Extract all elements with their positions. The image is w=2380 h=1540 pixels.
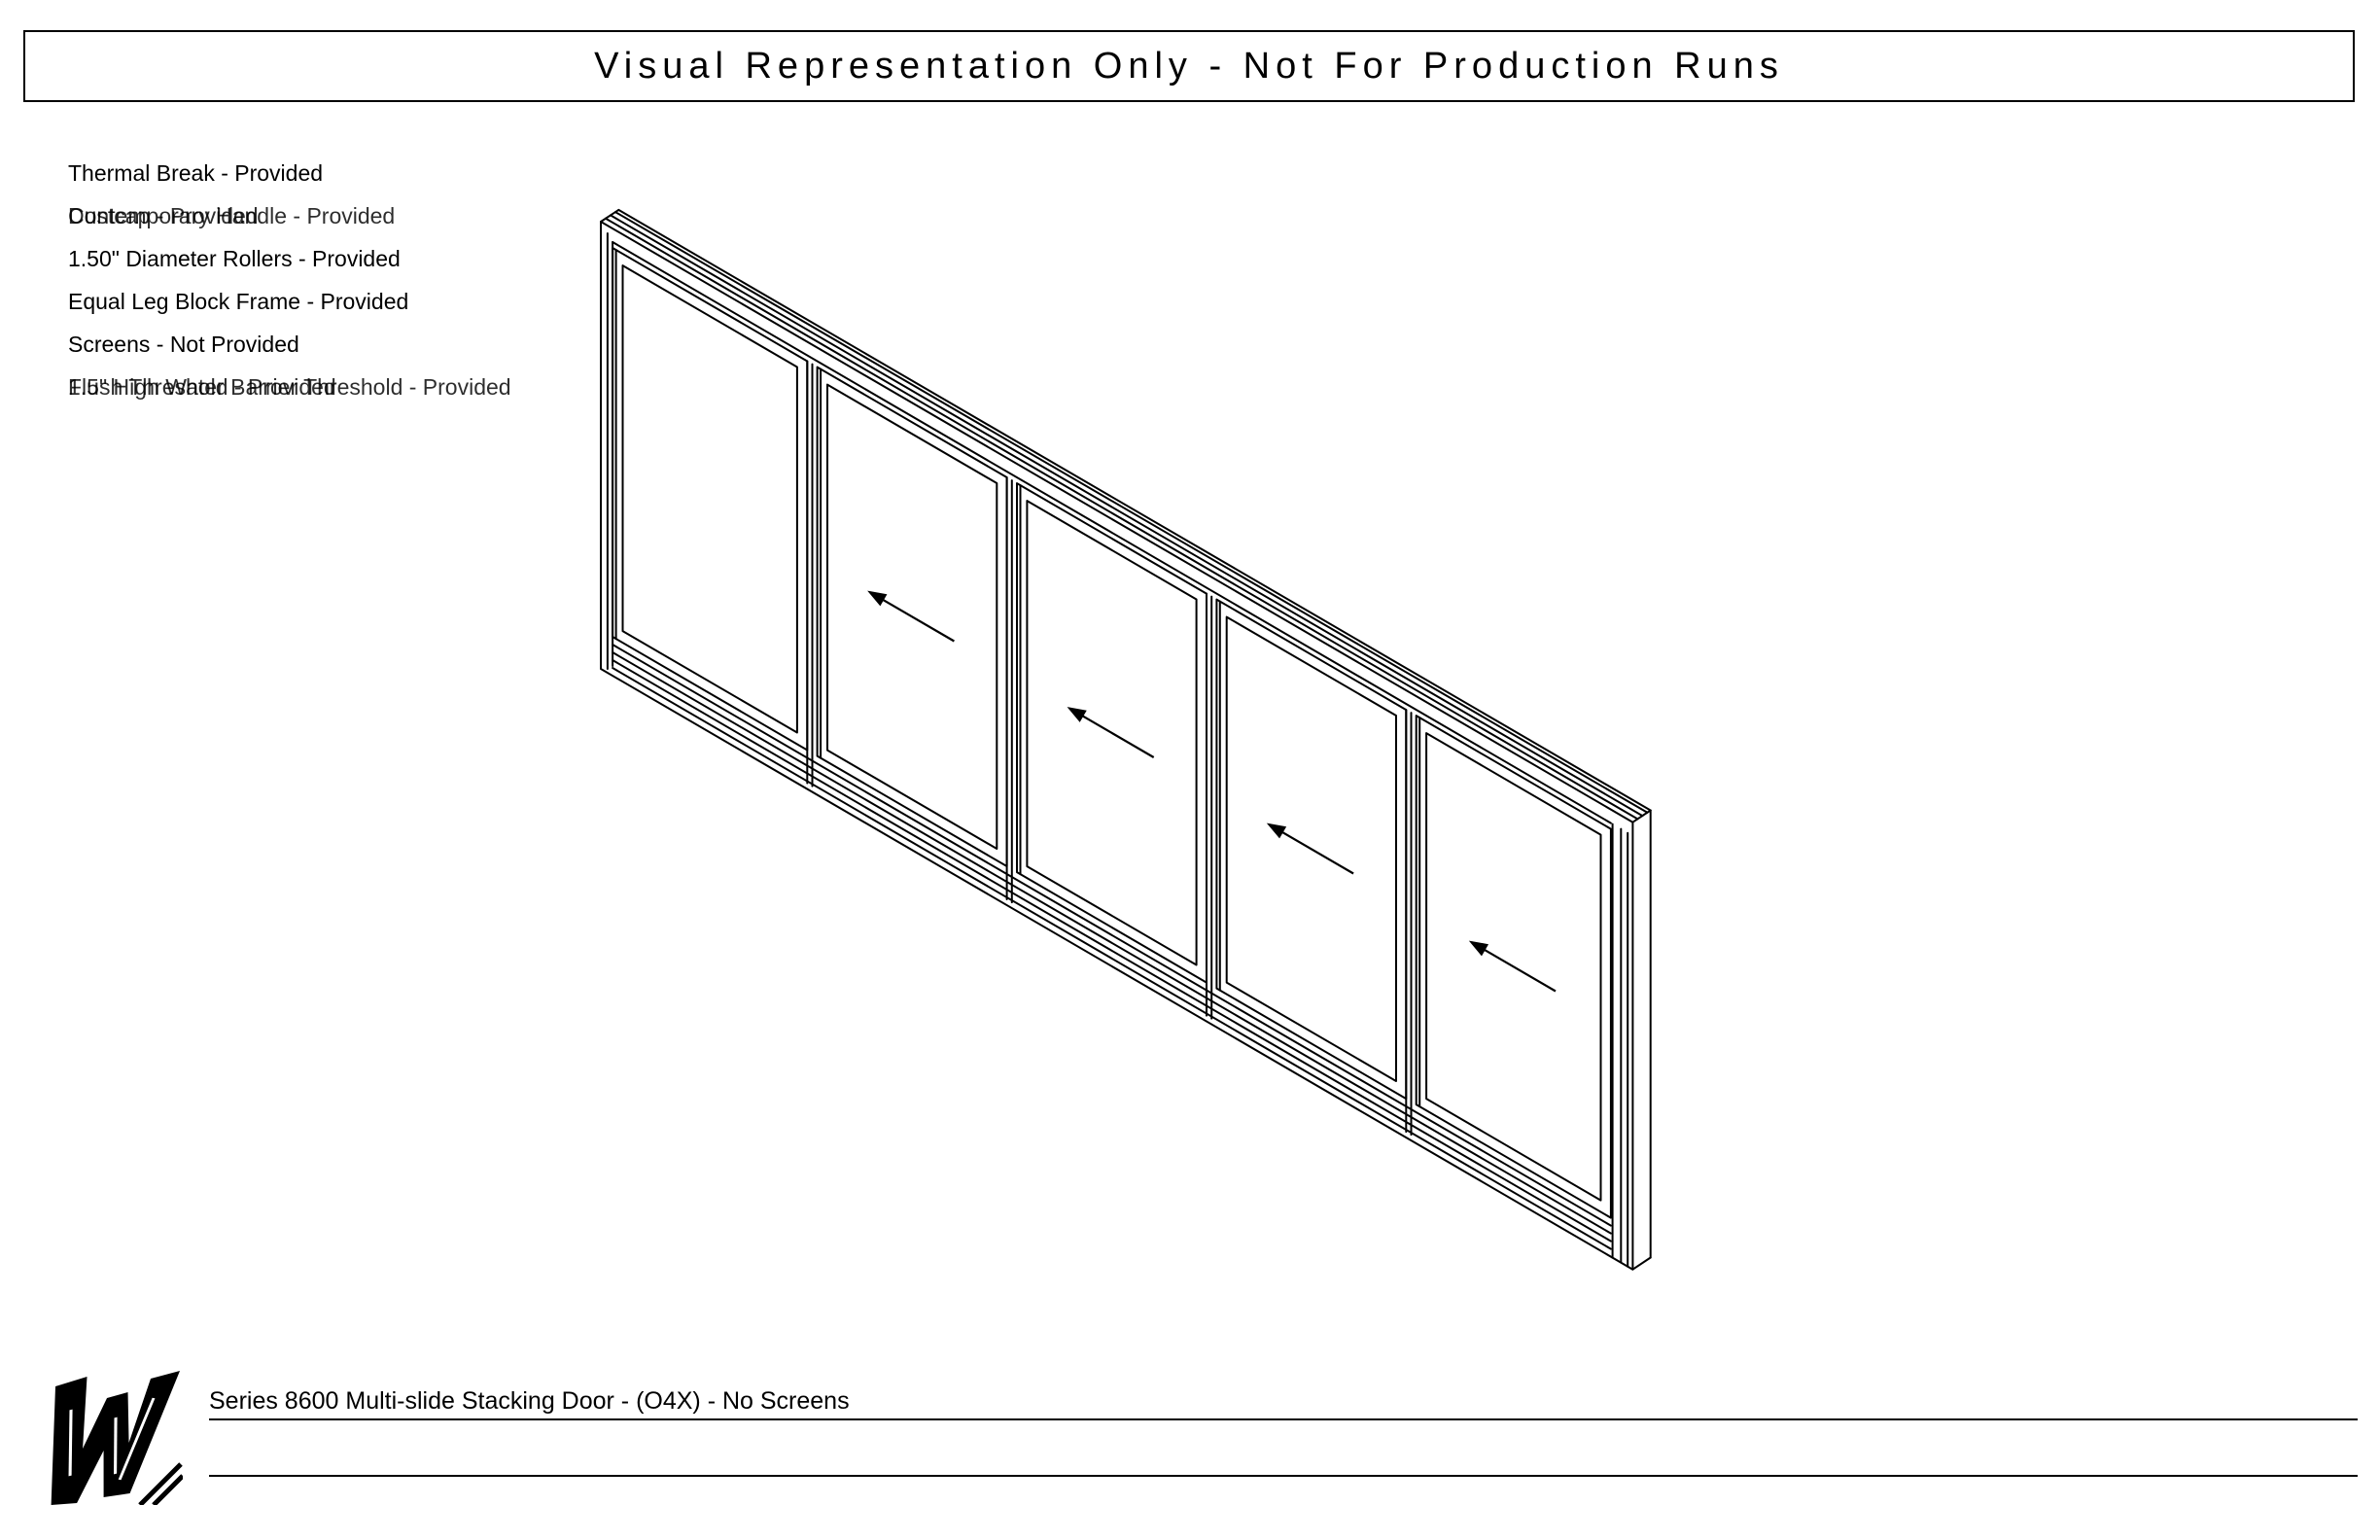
head-track-line-0 bbox=[605, 217, 1639, 821]
sill-track-line-3 bbox=[612, 667, 1612, 1250]
slide-arrow-5 bbox=[1468, 940, 1557, 993]
title-banner: Visual Representation Only - Not For Pro… bbox=[23, 30, 2355, 102]
spec-water-barrier: 1.5" High Water Barrier Threshold - Prov… bbox=[68, 374, 511, 400]
head-track-line-1 bbox=[610, 214, 1644, 818]
frame-inner-top bbox=[612, 241, 1612, 824]
slide-direction-arrows bbox=[867, 590, 1557, 993]
spec-handle: Contemporary Handle - Provided bbox=[68, 203, 396, 228]
slide-arrow-shaft-2 bbox=[869, 591, 955, 643]
panel-glass-1 bbox=[621, 264, 798, 734]
spec-frame: Equal Leg Block Frame - Provided bbox=[68, 289, 409, 314]
panel-glass-3 bbox=[1026, 500, 1198, 966]
slide-arrow-3 bbox=[1067, 707, 1155, 758]
panel-outer-5 bbox=[1415, 715, 1612, 1219]
slide-arrow-head-3 bbox=[1067, 707, 1087, 722]
slide-arrow-head-5 bbox=[1468, 940, 1489, 957]
panel-glass-2 bbox=[826, 383, 998, 850]
spec-dustcap: Dustcap - Provided bbox=[68, 203, 259, 228]
head-right-edge bbox=[1631, 809, 1652, 823]
panel-glass-4 bbox=[1225, 615, 1397, 1082]
footer-rule bbox=[209, 1475, 2358, 1477]
spec-flush-threshold: Flush Threshold - Provided bbox=[68, 374, 336, 400]
company-logo bbox=[51, 1371, 183, 1505]
sill-track-line-0 bbox=[612, 644, 1612, 1227]
sill-track-line-2 bbox=[612, 659, 1612, 1242]
slide-arrow-shaft-4 bbox=[1269, 823, 1354, 875]
spec-rollers: 1.50" Diameter Rollers - Provided bbox=[68, 246, 401, 271]
page-title: Visual Representation Only - Not For Pro… bbox=[594, 45, 1784, 87]
panel-glass-5 bbox=[1425, 732, 1602, 1202]
head-track-line-2 bbox=[614, 211, 1649, 814]
door-frame-lines bbox=[600, 208, 1652, 1271]
sill-right-edge bbox=[1631, 1256, 1652, 1271]
head-left-edge bbox=[600, 208, 620, 223]
title-underline bbox=[209, 1418, 2358, 1420]
spec-thermal-break: Thermal Break - Provided bbox=[68, 160, 324, 186]
head-track-line-3 bbox=[617, 208, 1652, 812]
slide-arrow-4 bbox=[1266, 822, 1354, 875]
slide-arrow-head-2 bbox=[867, 590, 888, 607]
sill-track-line-1 bbox=[612, 651, 1612, 1235]
panel-outer-1 bbox=[612, 247, 809, 752]
slide-arrow-shaft-5 bbox=[1471, 941, 1557, 993]
product-title: Series 8600 Multi-slide Stacking Door - … bbox=[209, 1387, 850, 1415]
slide-arrow-shaft-3 bbox=[1068, 707, 1155, 758]
slide-arrow-head-4 bbox=[1266, 822, 1287, 839]
slide-arrow-2 bbox=[867, 590, 955, 643]
spec-screens: Screens - Not Provided bbox=[68, 332, 299, 357]
